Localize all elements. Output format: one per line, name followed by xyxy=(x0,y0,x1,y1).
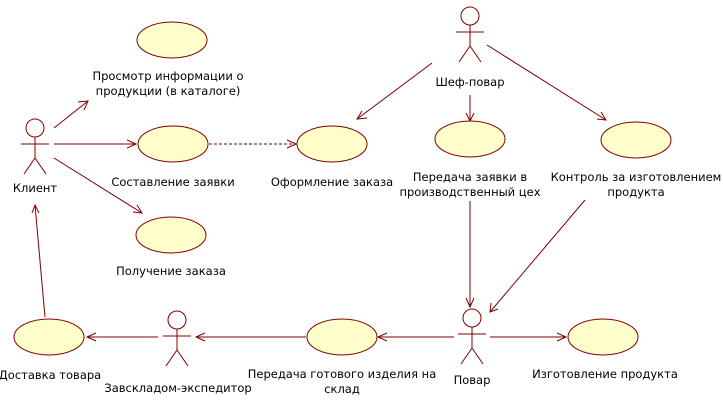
usecase-control-label-line2: продукта xyxy=(607,185,664,199)
assoc-client-make-order xyxy=(54,139,138,149)
usecase-view-info-label-line2: продукции (в каталоге) xyxy=(96,84,241,98)
assoc-client-get-order xyxy=(53,157,143,214)
assoc-pass-storekeeper xyxy=(194,332,306,342)
actor-chef-label: Шеф-повар xyxy=(435,75,504,89)
actor-client xyxy=(21,118,49,175)
actor-chef xyxy=(456,6,484,63)
actor-storekeeper-label: Завскладом-экспедитор xyxy=(104,381,251,395)
usecase-make-order xyxy=(137,125,209,163)
assoc-cook-pass-product xyxy=(376,332,454,342)
usecase-transfer-to-shop xyxy=(434,120,506,158)
usecase-transfer-label-line1: Передача заявки в xyxy=(413,170,528,184)
assoc-chef-control xyxy=(486,44,607,121)
usecase-make-order-label: Составление заявки xyxy=(111,175,234,189)
actor-cook-label: Повар xyxy=(454,373,491,387)
usecase-delivery xyxy=(13,318,85,356)
assoc-cook-produce xyxy=(490,332,568,342)
assoc-control-cook xyxy=(489,199,586,313)
dependency-make-to-process xyxy=(209,139,298,149)
usecase-pass-product-label-line1: Передача готового изделия на xyxy=(248,367,437,381)
usecase-delivery-label: Доставка товара xyxy=(0,368,101,382)
usecase-get-order xyxy=(135,216,207,254)
actor-storekeeper xyxy=(163,310,191,367)
assoc-storekeeper-delivery xyxy=(85,332,158,342)
usecase-control-label-line1: Контроль за изготовлением xyxy=(551,170,722,184)
usecase-process-order-label: Оформление заказа xyxy=(271,175,393,189)
assoc-client-view-info xyxy=(53,100,89,129)
usecase-get-order-label: Получение заказа xyxy=(116,264,226,278)
usecase-view-info-label-line1: Просмотр информации о xyxy=(92,69,243,83)
usecase-pass-product xyxy=(306,318,378,356)
usecase-transfer-label-line2: производственный цех xyxy=(399,185,540,199)
usecase-pass-product-label-line2: склад xyxy=(324,382,360,396)
actor-client-label: Клиент xyxy=(13,181,58,195)
usecase-produce-label: Изготовление продукта xyxy=(532,367,678,381)
assoc-delivery-client xyxy=(31,203,46,318)
assoc-chef-transfer xyxy=(465,95,475,123)
usecase-view-info xyxy=(136,21,208,59)
usecase-process-order xyxy=(296,125,368,163)
usecase-control-production xyxy=(600,121,672,159)
assoc-transfer-cook xyxy=(465,201,475,309)
usecase-produce xyxy=(567,318,639,356)
actor-cook xyxy=(458,308,486,365)
assoc-chef-process-order xyxy=(356,62,433,120)
